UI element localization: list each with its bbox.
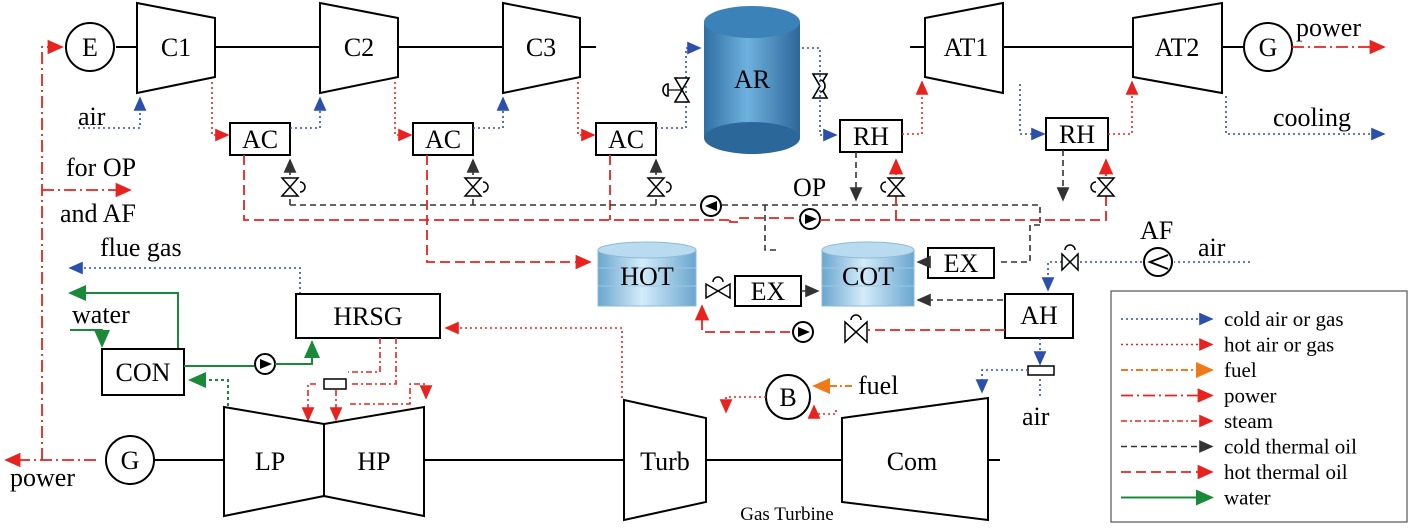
turbine-lp-label: LP xyxy=(255,447,285,476)
legend-label-3: power xyxy=(1224,384,1276,408)
legend-label-0: cold air or gas xyxy=(1224,307,1344,331)
hrsg-label: HRSG xyxy=(333,302,402,331)
compressor-c3 xyxy=(502,1,581,95)
flue-gas-label: flue gas xyxy=(100,233,182,262)
gas-turbine-turb xyxy=(623,398,707,522)
turbine-at1-label: AT1 xyxy=(944,33,989,62)
fuel-label: fuel xyxy=(858,371,898,400)
heat-exchanger-2-label: EX xyxy=(944,249,979,278)
legend xyxy=(1110,290,1408,523)
cold-oil-tank xyxy=(821,241,915,307)
valve-ar-inlet[interactable] xyxy=(662,77,691,103)
gas-turbine-turb-label: Turb xyxy=(640,447,690,476)
condenser xyxy=(101,348,185,396)
air-cooler-1 xyxy=(229,122,291,156)
compressor-c1 xyxy=(136,1,216,95)
cold-oil-pump[interactable] xyxy=(700,195,722,217)
compressor-c1-label: C1 xyxy=(161,33,191,62)
air-reservoir-label: AR xyxy=(734,65,771,94)
valve-ac2[interactable] xyxy=(463,177,489,197)
legend-label-6: hot thermal oil xyxy=(1224,460,1348,484)
air-cooler-2 xyxy=(412,122,474,156)
air-cooler-2-label: AC xyxy=(425,125,461,154)
water-label: water xyxy=(72,300,130,329)
af-air-label: air xyxy=(1198,233,1226,262)
power-out-bottom-label: power xyxy=(10,463,75,492)
water-pump[interactable] xyxy=(254,353,276,375)
air-fan-af[interactable] xyxy=(1143,247,1173,277)
steam-mixer xyxy=(323,378,347,390)
motor-e xyxy=(65,22,115,72)
reheater-1 xyxy=(839,119,903,153)
hot-oil-tank xyxy=(597,241,697,307)
air-cooler-1-label: AC xyxy=(242,125,278,154)
air-mixer xyxy=(1027,365,1055,376)
generator-bottom xyxy=(105,435,155,485)
air-fan-label: AF xyxy=(1140,216,1173,245)
turbine-at2 xyxy=(1132,1,1223,95)
turbine-at2-label: AT2 xyxy=(1155,33,1200,62)
turbine-hp xyxy=(323,405,425,518)
valve-af[interactable] xyxy=(1061,244,1079,272)
turbine-hp-label: HP xyxy=(357,447,390,476)
hot-oil-tank-label: HOT xyxy=(620,262,674,291)
legend-label-1: hot air or gas xyxy=(1224,333,1334,357)
oil-pump-op[interactable] xyxy=(799,208,821,230)
power-out-top-label: power xyxy=(1296,13,1361,42)
hrsg xyxy=(295,293,441,339)
burner-b-label: B xyxy=(779,383,796,412)
generator-top-label: G xyxy=(1259,33,1278,62)
air-cooler-3 xyxy=(595,122,657,156)
turbine-at1 xyxy=(924,1,1004,95)
and-af-label: and AF xyxy=(60,199,136,228)
reheater-2-label: RH xyxy=(1059,120,1095,149)
air-heater xyxy=(1004,293,1074,339)
com-air-label: air xyxy=(1022,402,1050,431)
ah-oil-pump[interactable] xyxy=(792,321,814,343)
reheater-1-label: RH xyxy=(853,122,889,151)
generator-bottom-label: G xyxy=(121,446,140,475)
heat-exchanger-1-label: EX xyxy=(751,277,786,306)
compressor-c2 xyxy=(319,1,399,95)
motor-e-label: E xyxy=(82,33,98,62)
gas-turbine-compressor xyxy=(841,396,989,522)
air-reservoir xyxy=(704,6,800,154)
compressor-c2-label: C2 xyxy=(344,33,374,62)
legend-label-5: cold thermal oil xyxy=(1224,435,1357,459)
oil-pump-label: OP xyxy=(793,173,826,202)
for-op-label: for OP xyxy=(66,153,136,182)
valve-rh2[interactable] xyxy=(1090,177,1116,197)
legend-label-7: water xyxy=(1224,486,1271,510)
valve-ac3[interactable] xyxy=(646,177,672,197)
air-inlet-label: air xyxy=(78,102,106,131)
gas-turbine-caption: Gas Turbine xyxy=(740,504,833,525)
cooling-label: cooling xyxy=(1273,103,1351,132)
compressor-c3-label: C3 xyxy=(526,33,556,62)
reheater-2 xyxy=(1045,117,1109,151)
valve-hot-ex[interactable] xyxy=(705,276,731,300)
cold-oil-tank-label: COT xyxy=(842,262,894,291)
condenser-label: CON xyxy=(116,358,171,387)
valve-ac1[interactable] xyxy=(280,177,306,197)
legend-label-2: fuel xyxy=(1224,358,1257,382)
air-heater-label: AH xyxy=(1020,301,1058,330)
air-cooler-3-label: AC xyxy=(608,125,644,154)
valve-ah[interactable] xyxy=(844,314,868,344)
heat-exchanger-2 xyxy=(927,247,995,279)
gas-turbine-compressor-label: Com xyxy=(887,447,938,476)
legend-label-4: steam xyxy=(1224,409,1273,433)
valve-rh1[interactable] xyxy=(880,177,906,197)
